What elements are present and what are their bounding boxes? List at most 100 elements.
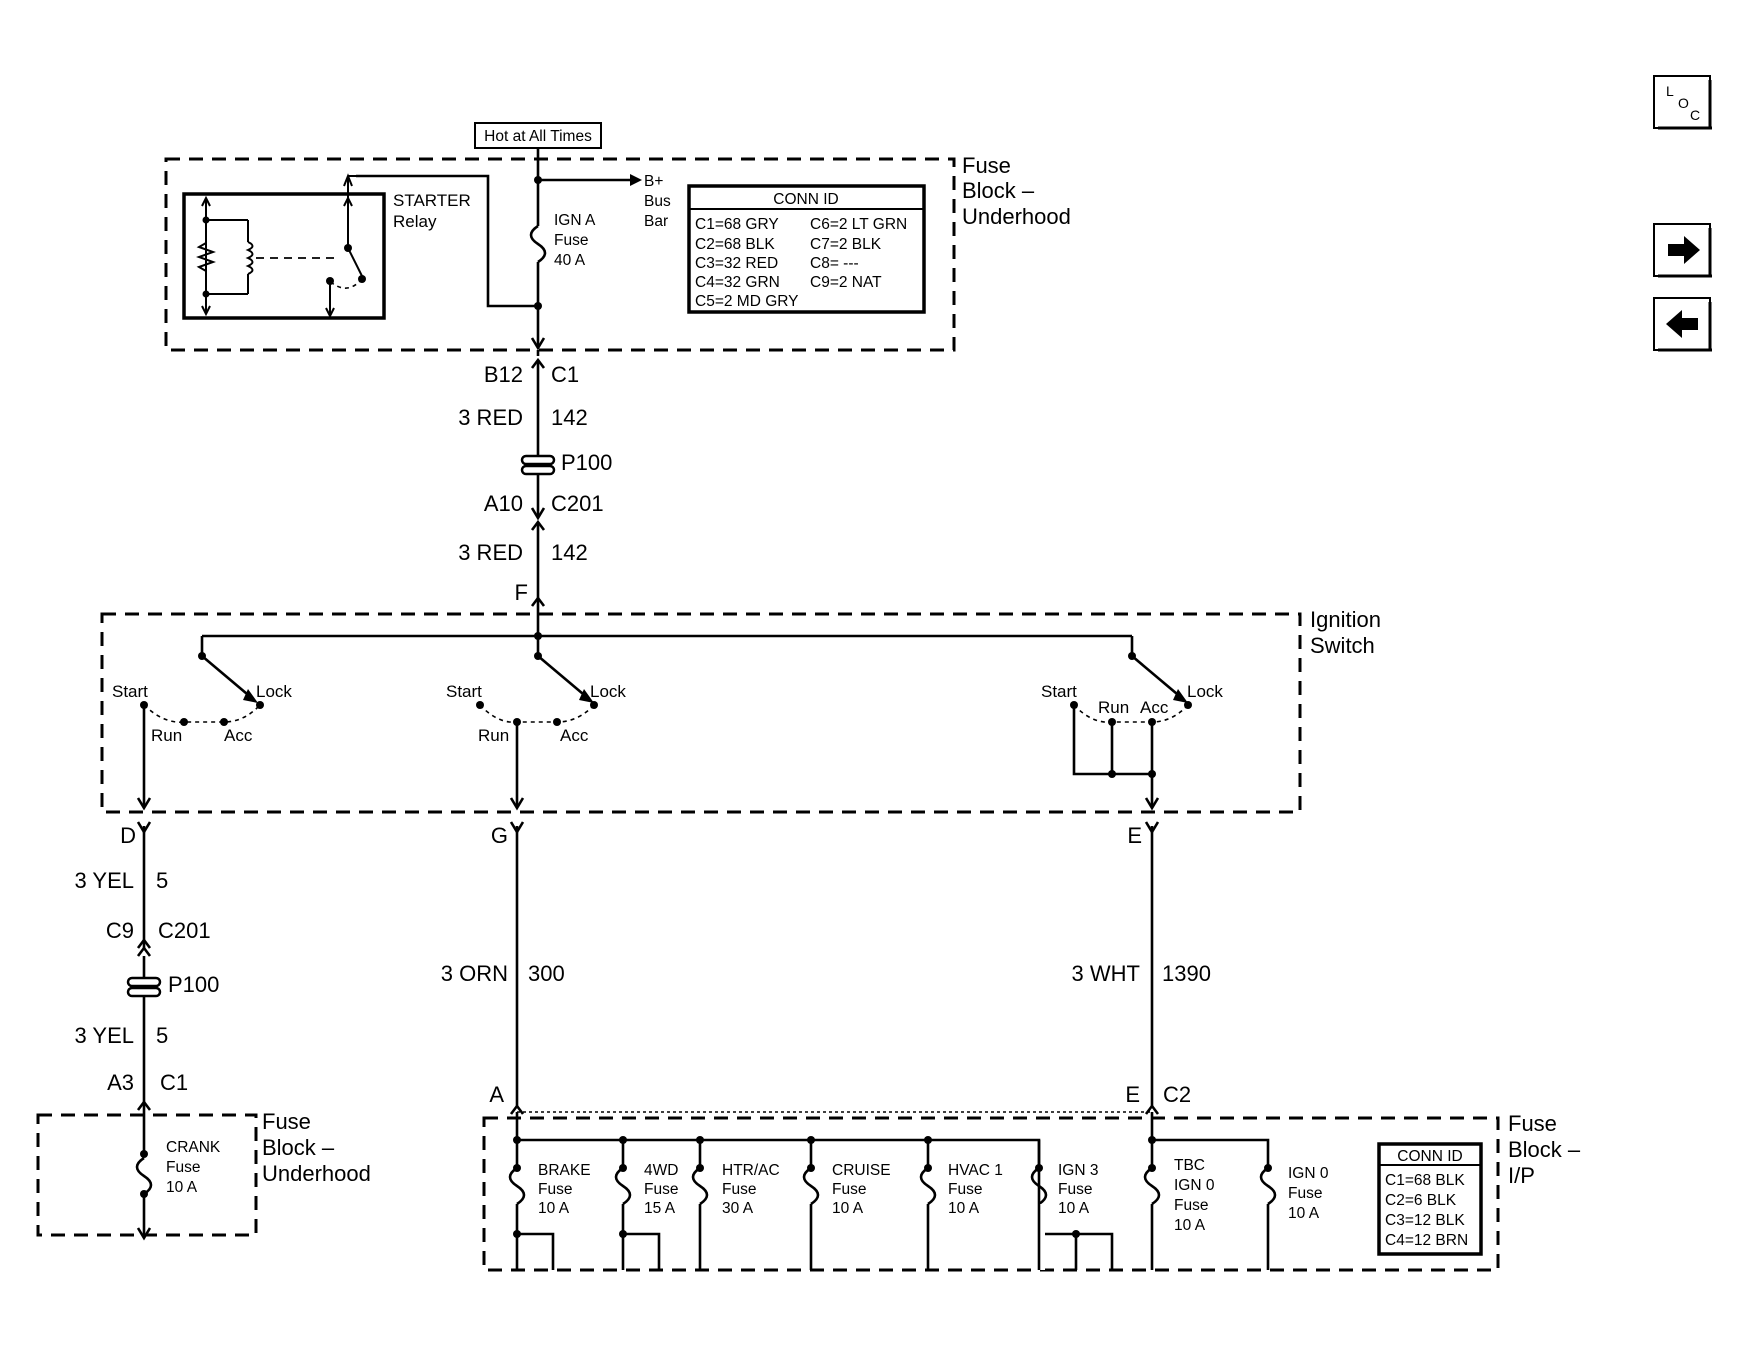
brake-fuse-label-1: BRAKE xyxy=(538,1162,591,1179)
tbc-ign-0-fuse-label-3: Fuse xyxy=(1174,1197,1208,1214)
ign-0-fuse-icon xyxy=(1259,1166,1277,1206)
fuse-block-underhood-top: Fuse Block – Underhood Hot at All Times xyxy=(164,122,1071,352)
conn-id-left-row: C2=68 BLK xyxy=(695,236,775,253)
pin-f-label: F xyxy=(515,580,528,605)
connector-c1-label: C1 xyxy=(160,1070,188,1095)
bus-bar-arrow-icon xyxy=(630,174,642,186)
switch-acc-label: Acc xyxy=(560,726,589,745)
conn-id-left-row: C3=32 RED xyxy=(695,255,778,272)
conn-id-right-row: C9=2 NAT xyxy=(810,274,882,291)
fuse-block-ip-title-3: I/P xyxy=(1508,1163,1535,1188)
fuse-block-underhood-lower-title-1: Fuse xyxy=(262,1109,311,1134)
location-icon-c: C xyxy=(1690,107,1700,123)
relay-coil-icon xyxy=(245,241,254,275)
previous-page-button[interactable] xyxy=(1653,297,1712,352)
pin-e2-label: E xyxy=(1125,1082,1140,1107)
connector-c1-label: C1 xyxy=(551,362,579,387)
ign-3-fuse-label-2: Fuse xyxy=(1058,1181,1092,1198)
conn-id-right-row: C8= --- xyxy=(810,255,859,272)
wire-color-label: 3 YEL xyxy=(74,868,134,893)
circuit-number-label: 5 xyxy=(156,868,168,893)
conn-id-row: C2=6 BLK xyxy=(1385,1192,1457,1209)
location-icon-o: O xyxy=(1678,95,1689,111)
conn-id-row: C4=12 BRN xyxy=(1385,1232,1468,1249)
relay-switch-contact xyxy=(347,247,363,277)
4wd-fuse-label-2: Fuse xyxy=(644,1181,678,1198)
ign-a-fuse-label-1: IGN A xyxy=(554,212,596,229)
tbc-ign-0-fuse-label-2: IGN 0 xyxy=(1174,1177,1215,1194)
pin-a3-label: A3 xyxy=(107,1070,134,1095)
pin-c9-label: C9 xyxy=(106,918,134,943)
relay-resistor-icon xyxy=(196,242,216,272)
tbc-ign-0-fuse-label-1: TBC xyxy=(1174,1157,1205,1174)
conn-id-left-row: C5=2 MD GRY xyxy=(695,293,799,310)
ign-0-fuse-label-3: 10 A xyxy=(1288,1205,1320,1222)
main-feed-circuit-142: B12 C1 3 RED 142 P100 A10 C201 3 RED 142… xyxy=(458,350,612,610)
wire-color-label: 3 RED xyxy=(458,405,523,430)
htr-ac-fuse-label-1: HTR/AC xyxy=(722,1162,780,1179)
ignition-switch-boundary xyxy=(100,612,1302,814)
tbc-ign-0-fuse-label-4: 10 A xyxy=(1174,1217,1206,1234)
hvac-1-fuse-label-2: Fuse xyxy=(948,1181,982,1198)
ign-a-fuse-icon xyxy=(529,224,547,264)
conn-id-left-row: C4=32 GRN xyxy=(695,274,780,291)
ign-0-fuse-label-1: IGN 0 xyxy=(1288,1165,1329,1182)
wire-color-label: 3 YEL xyxy=(74,1023,134,1048)
right-branch-circuit-1390: E 3 WHT 1390 E C2 xyxy=(1072,821,1211,1115)
conn-id-table-ip: CONN ID C1=68 BLK C2=6 BLK C3=12 BLK C4=… xyxy=(1377,1142,1483,1256)
conn-id-right-row: C7=2 BLK xyxy=(810,236,882,253)
connector-c201-label: C201 xyxy=(551,491,604,516)
fuse-block-ip-boundary xyxy=(482,1116,1500,1272)
switch-acc-label: Acc xyxy=(1140,698,1169,717)
middle-branch-circuit-300: G 3 ORN 300 A xyxy=(441,821,565,1115)
splice-p100-label: P100 xyxy=(168,972,219,997)
switch-start-label: Start xyxy=(112,682,148,701)
brake-fuse-label-2: Fuse xyxy=(538,1181,572,1198)
fuse-block-underhood-lower-title-2: Block – xyxy=(262,1135,335,1160)
ignition-switch-title-2: Switch xyxy=(1310,633,1375,658)
ign-0-fuse-label-2: Fuse xyxy=(1288,1185,1322,1202)
conn-id-left-row: C1=68 GRY xyxy=(695,216,779,233)
ign-a-fuse-label-3: 40 A xyxy=(554,252,586,269)
switch-acc-label: Acc xyxy=(224,726,253,745)
ign-3-fuse-label-1: IGN 3 xyxy=(1058,1162,1098,1179)
fuse-block-ip: Fuse Block – I/P xyxy=(482,1111,1581,1272)
conn-id-row: C1=68 BLK xyxy=(1385,1172,1465,1189)
conn-id-title: CONN ID xyxy=(1397,1148,1462,1165)
ignition-switch-title-1: Ignition xyxy=(1310,607,1381,632)
starter-relay xyxy=(182,173,386,320)
starter-relay-label-2: Relay xyxy=(393,212,437,231)
arrow-right-icon xyxy=(1668,236,1700,264)
wire-color-label: 3 ORN xyxy=(441,961,508,986)
next-page-button[interactable] xyxy=(1653,223,1712,278)
circuit-number-label: 1390 xyxy=(1162,961,1211,986)
fuse-block-underhood-title-2: Block – xyxy=(962,178,1035,203)
cruise-fuse-icon xyxy=(802,1166,820,1206)
fuse-block-ip-title-1: Fuse xyxy=(1508,1111,1557,1136)
hvac-1-fuse-label-3: 10 A xyxy=(948,1200,980,1217)
splice-p100-icon xyxy=(520,454,556,466)
switch-start-label: Start xyxy=(1041,682,1077,701)
htr-ac-fuse-label-2: Fuse xyxy=(722,1181,756,1198)
fuse-block-ip-title-2: Block – xyxy=(1508,1137,1581,1162)
location-button[interactable]: L O C xyxy=(1653,75,1712,130)
arrow-left-icon xyxy=(1666,310,1698,338)
starter-relay-box xyxy=(182,192,386,320)
connector-c201-label: C201 xyxy=(158,918,211,943)
pin-e-label: E xyxy=(1127,823,1142,848)
switch-run-label: Run xyxy=(151,726,182,745)
tbc-ign-0-fuse-icon xyxy=(1143,1166,1161,1206)
4wd-fuse-label-1: 4WD xyxy=(644,1162,678,1179)
crank-fuse-label-3: 10 A xyxy=(166,1179,198,1196)
bus-bar-label-2: Bus xyxy=(644,193,671,210)
switch-lock-label: Lock xyxy=(590,682,626,701)
ign-a-fuse-label-2: Fuse xyxy=(554,232,588,249)
htr-ac-fuse-icon xyxy=(691,1166,709,1206)
pin-a10-label: A10 xyxy=(484,491,523,516)
wire-color-label: 3 RED xyxy=(458,540,523,565)
conn-id-table-underhood: CONN ID C1=68 GRY C2=68 BLK C3=32 RED C4… xyxy=(687,184,926,314)
fuse-block-underhood-boundary xyxy=(164,157,956,352)
switch-run-label: Run xyxy=(478,726,509,745)
switch-start-label: Start xyxy=(446,682,482,701)
